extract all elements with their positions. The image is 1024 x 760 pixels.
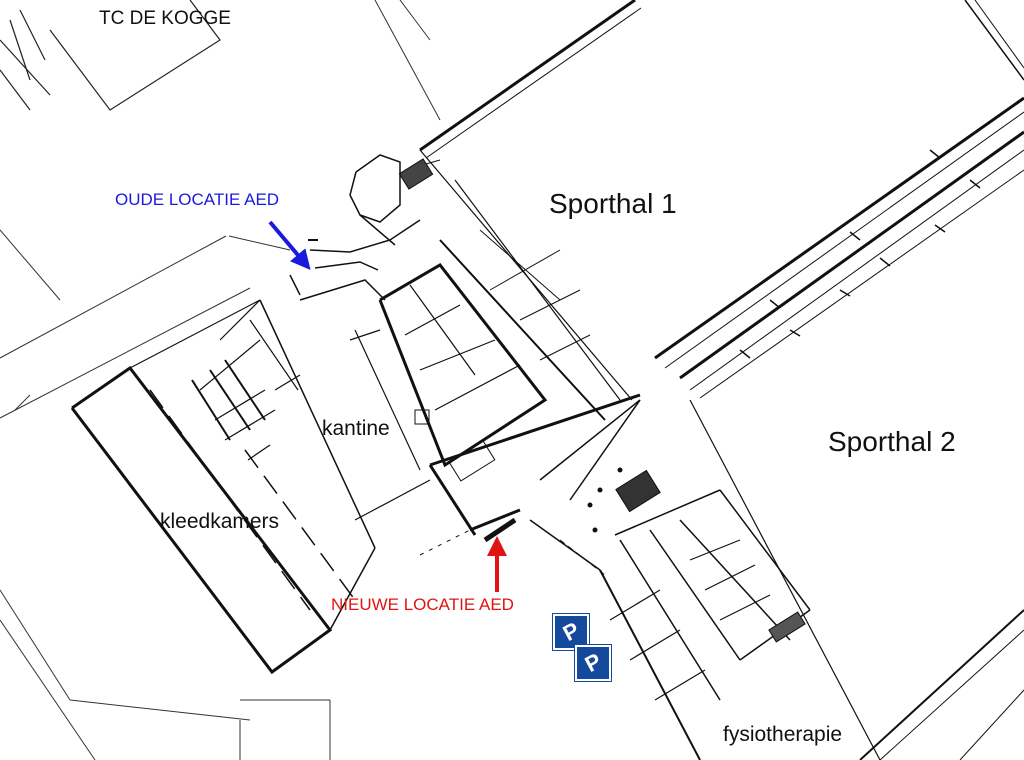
label-sporthal-1: Sporthal 1 (549, 188, 677, 219)
parking-disabled-icon: P (553, 614, 589, 650)
parking-disabled-icon: P (575, 645, 611, 681)
label-new-aed: NIEUWE LOCATIE AED (331, 595, 514, 614)
label-kantine: kantine (322, 417, 390, 440)
label-sporthal-2: Sporthal 2 (828, 426, 956, 457)
sporthal-2-outline (654, 96, 1024, 760)
label-kleedkamers: kleedkamers (160, 510, 280, 533)
tc-de-kogge-outline (0, 0, 221, 111)
entrance-area (289, 154, 421, 301)
fysiotherapie-block (419, 467, 811, 760)
corridor (428, 179, 641, 536)
old-aed-arrow (268, 220, 311, 271)
site-outlines (0, 0, 441, 760)
kantine-block (349, 263, 548, 482)
label-club: TC DE KOGGE (99, 8, 231, 29)
label-old-aed: OUDE LOCATIE AED (115, 190, 280, 209)
label-fysiotherapie: fysiotherapie (723, 723, 843, 746)
kleedkamers-block (70, 299, 431, 675)
